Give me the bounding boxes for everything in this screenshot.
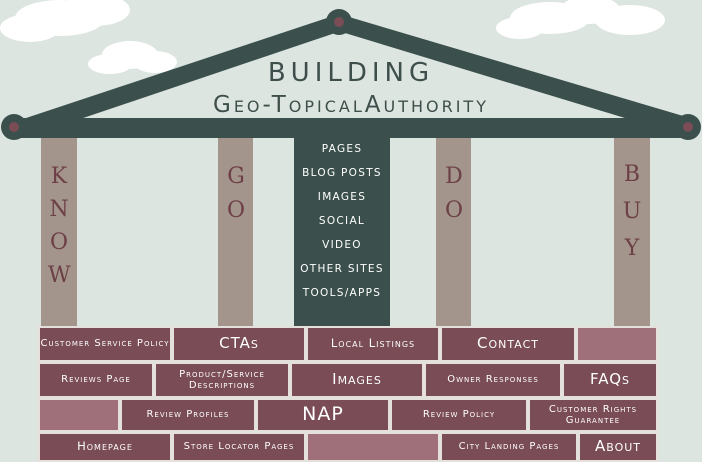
brick-customer-service-policy: Customer Service Policy: [38, 326, 172, 362]
brick-review-policy: Review Policy: [390, 398, 528, 432]
brick-empty: [38, 398, 120, 432]
brick-reviews-page: Reviews Page: [38, 362, 154, 398]
content-type-item: Blog Posts: [302, 167, 382, 179]
pillar-buy: BUY: [614, 138, 650, 328]
brick-local-listings: Local Listings: [306, 326, 440, 362]
brick-homepage: Homepage: [38, 432, 172, 462]
content-type-item: Pages: [321, 143, 363, 155]
brick-faqs: FAQs: [562, 362, 658, 398]
brick-images: Images: [290, 362, 424, 398]
brick-contact: Contact: [440, 326, 576, 362]
clouds: [0, 0, 665, 74]
brick-nap: NAP: [256, 398, 390, 432]
pillar-do: DO: [436, 138, 471, 328]
title-line2: Geo-TopicalAuthority: [213, 92, 489, 118]
pillar-know: KNOW: [41, 138, 77, 328]
brick-store-locator-pages: Store Locator Pages: [172, 432, 306, 462]
brick-city-landing-pages: City Landing Pages: [440, 432, 578, 462]
brick-empty: [576, 326, 658, 362]
brick-owner-responses: Owner Responses: [424, 362, 562, 398]
pillar-go: GO: [218, 138, 253, 328]
brick-ctas: CTAs: [172, 326, 306, 362]
content-type-item: Other Sites: [300, 263, 384, 275]
pillar-go-label: GO: [226, 164, 246, 223]
brick-review-profiles: Review Profiles: [120, 398, 256, 432]
content-type-item: Images: [317, 191, 367, 203]
pillar-do-label: DO: [444, 164, 464, 223]
roof: [1, 9, 701, 140]
pillar-buy-label: BUY: [622, 162, 642, 261]
content-types-column: Pages Blog Posts Images Social Video Oth…: [294, 134, 390, 326]
brick-product-service-descriptions: Product/Service Descriptions: [154, 362, 290, 398]
brick-customer-rights-guarantee: Customer Rights Guarantee: [528, 398, 658, 432]
content-type-item: Video: [322, 239, 362, 251]
content-type-item: Social: [318, 215, 366, 227]
content-type-item: Tools/Apps: [302, 287, 382, 299]
brick-about: About: [578, 432, 658, 462]
title-line1: BUILDING: [267, 58, 435, 88]
pillar-know-label: KNOW: [48, 164, 71, 288]
brick-empty: [306, 432, 440, 462]
